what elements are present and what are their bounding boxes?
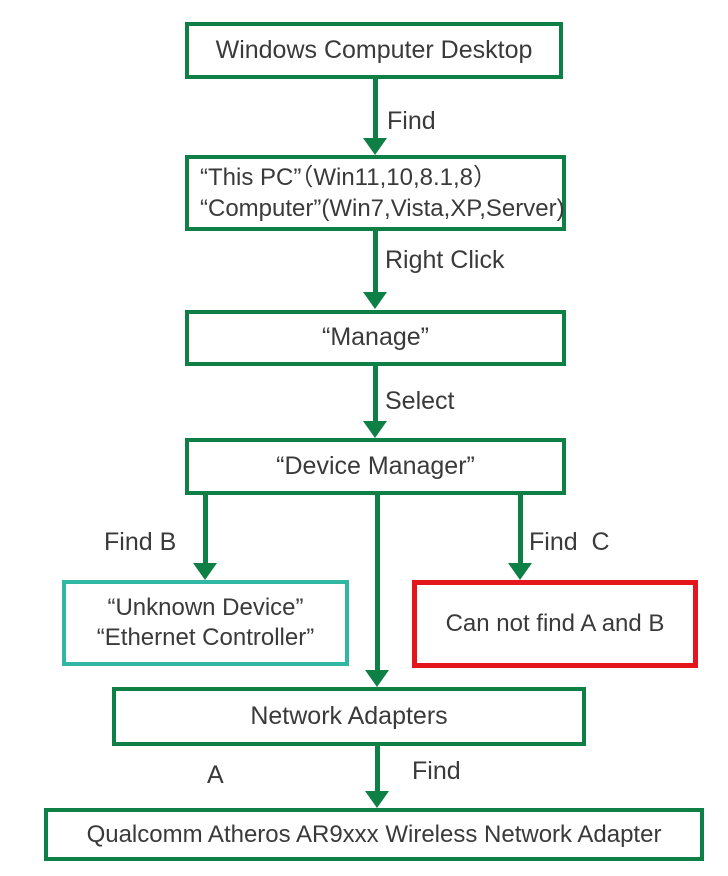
node-line-1: “Unknown Device” (107, 594, 304, 621)
arrow-devmgr-to-network (375, 493, 380, 671)
node-manage: “Manage” (185, 310, 566, 366)
node-label: Can not find A and B (445, 610, 665, 637)
node-label: “Manage” (322, 323, 429, 352)
arrowhead-down-icon (508, 563, 532, 580)
node-cannot-find: Can not find A and B (412, 580, 698, 668)
node-label: Windows Computer Desktop (215, 35, 533, 64)
node-device-manager: “Device Manager” (185, 438, 566, 495)
node-label: Network Adapters (250, 701, 448, 730)
node-network-adapters: Network Adapters (112, 687, 586, 746)
edge-label-find-1: Find (387, 107, 436, 135)
arrowhead-down-icon (363, 292, 387, 309)
arrow-devmgr-to-unknown (203, 493, 208, 564)
edge-label-select: Select (385, 387, 455, 415)
arrow-desktop-to-thispc (373, 78, 378, 139)
arrow-network-to-adapter (375, 746, 380, 791)
node-wireless-adapter: Qualcomm Atheros AR9xxx Wireless Network… (44, 808, 704, 861)
arrowhead-down-icon (365, 670, 389, 687)
arrow-manage-to-devmgr (373, 366, 378, 421)
edge-label-find-b: Find B (104, 528, 177, 556)
edge-label-right-click: Right Click (385, 246, 505, 274)
node-unknown-device: “Unknown Device” “Ethernet Controller” (62, 580, 349, 666)
arrowhead-down-icon (193, 563, 217, 580)
node-this-pc: “This PC”（Win11,10,8.1,8） “Computer”(Win… (185, 155, 566, 231)
arrowhead-down-icon (363, 138, 387, 155)
edge-label-a: A (207, 761, 224, 789)
node-windows-computer-desktop: Windows Computer Desktop (185, 22, 563, 79)
arrow-thispc-to-manage (373, 231, 378, 292)
node-line-2: “Computer”(Win7,Vista,XP,Server) (200, 195, 565, 222)
node-line-1: “This PC”（Win11,10,8.1,8） (200, 164, 497, 191)
node-label: “Device Manager” (276, 451, 475, 480)
edge-label-find-2: Find (412, 757, 461, 785)
arrow-devmgr-to-cannotfind (518, 493, 523, 564)
arrowhead-down-icon (365, 791, 389, 808)
edge-label-find-c: Find C (529, 528, 610, 556)
node-label: Qualcomm Atheros AR9xxx Wireless Network… (86, 820, 662, 848)
node-line-2: “Ethernet Controller” (96, 624, 315, 651)
arrowhead-down-icon (363, 421, 387, 438)
